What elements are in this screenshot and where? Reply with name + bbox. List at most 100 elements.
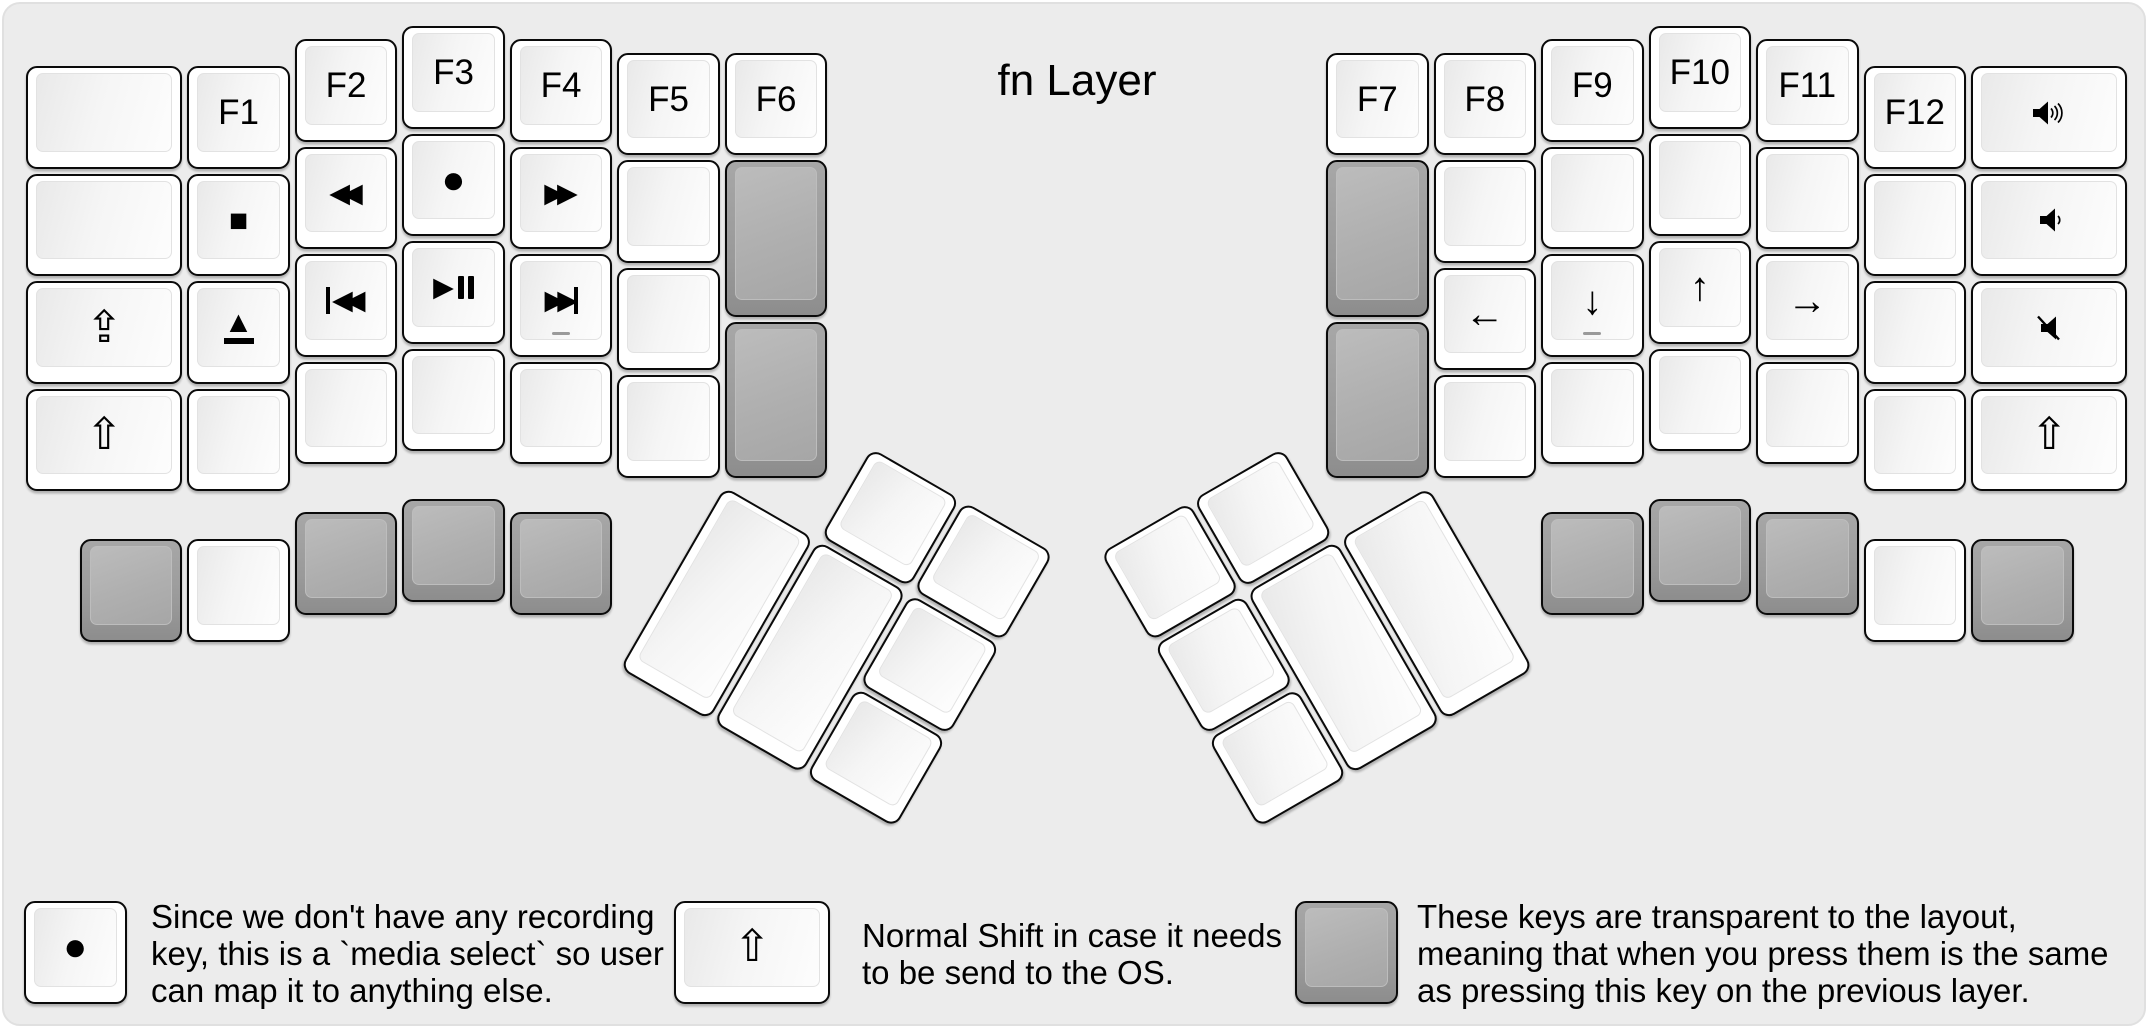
key-arrow-left[interactable]: ← [1433, 267, 1536, 371]
key-transparent[interactable] [1541, 512, 1644, 615]
key-stop[interactable]: ■ [187, 173, 290, 277]
key-transparent[interactable] [1326, 321, 1429, 478]
key-rewind[interactable]: ◀◀ [294, 146, 398, 250]
key-f3[interactable]: F3 [402, 26, 505, 129]
key-transparent[interactable] [402, 499, 505, 602]
down-icon: ↓ [1582, 278, 1603, 323]
keycap-surface [1443, 167, 1526, 246]
key-blank[interactable] [1541, 361, 1644, 465]
key-eject[interactable]: ▲ [187, 281, 290, 384]
legend-text-line: to be send to the OS. [862, 953, 1174, 991]
keycap-surface: ⇧ [1981, 395, 2118, 475]
key-blank[interactable] [1648, 348, 1751, 451]
key-transparent-sample [1295, 901, 1398, 1004]
key-label: F1 [218, 93, 259, 133]
caps-icon: ⇪ [85, 302, 123, 352]
key-blank[interactable] [26, 66, 183, 169]
key-blank[interactable] [402, 348, 505, 451]
key-f7[interactable]: F7 [1326, 52, 1429, 156]
key-blank[interactable] [187, 539, 290, 642]
key-caps-lock[interactable]: ⇪ [26, 281, 183, 384]
key-blank[interactable] [617, 267, 720, 371]
key-arrow-right[interactable]: → [1756, 254, 1859, 357]
key-play-pause[interactable]: ▶ [402, 241, 505, 344]
key-transparent[interactable] [724, 160, 828, 317]
key-f10[interactable]: F10 [1648, 26, 1751, 129]
key-f9[interactable]: F9 [1541, 39, 1644, 142]
key-record[interactable]: ● [402, 133, 505, 236]
keycap-surface [1873, 546, 1956, 625]
key-blank[interactable] [1863, 173, 1966, 277]
key-f2[interactable]: F2 [294, 39, 398, 142]
key-shift-sample: ⇧ [674, 901, 831, 1004]
key-blank[interactable] [1648, 133, 1751, 236]
key-f12[interactable]: F12 [1863, 66, 1966, 169]
record-icon: ● [63, 925, 88, 970]
key-f11[interactable]: F11 [1756, 39, 1859, 142]
keycap-surface: F1 [197, 73, 280, 152]
volup-icon [2028, 98, 2070, 128]
ffwd-icon: ▶▶ [544, 177, 577, 208]
key-next-track[interactable]: ▶▶ [509, 254, 613, 357]
keycap-surface [1658, 355, 1741, 434]
key-blank[interactable] [26, 173, 183, 277]
key-blank[interactable] [187, 388, 290, 492]
keycap-surface [36, 73, 173, 152]
stop-icon: ■ [228, 202, 249, 239]
key-blank[interactable] [1863, 539, 1966, 642]
key-blank[interactable] [294, 361, 398, 465]
homing-bar [1583, 331, 1602, 335]
key-mute[interactable] [1971, 281, 2128, 384]
key-transparent[interactable] [1971, 539, 2074, 642]
key-blank[interactable] [1756, 361, 1859, 465]
keycap-surface [930, 512, 1042, 622]
key-blank[interactable] [1433, 375, 1536, 478]
keycap-surface [1443, 382, 1526, 461]
key-volume-down[interactable] [1971, 173, 2128, 277]
key-transparent[interactable] [294, 512, 398, 615]
key-volume-up[interactable] [1971, 66, 2128, 169]
keycap-surface [1551, 368, 1634, 448]
keycap-surface [1981, 546, 2064, 625]
key-transparent[interactable] [509, 512, 613, 615]
key-shift[interactable]: ⇧ [1971, 388, 2128, 492]
key-f6[interactable]: F6 [724, 52, 828, 156]
key-f8[interactable]: F8 [1433, 52, 1536, 156]
key-transparent[interactable] [1326, 160, 1429, 317]
key-transparent[interactable] [1648, 499, 1751, 602]
key-blank[interactable] [1756, 146, 1859, 250]
key-f1[interactable]: F1 [187, 66, 290, 169]
key-shift[interactable]: ⇧ [26, 388, 183, 492]
key-blank[interactable] [617, 375, 720, 478]
keycap-surface [627, 274, 710, 354]
key-blank[interactable] [509, 361, 613, 465]
key-transparent[interactable] [724, 321, 828, 478]
legend-text-line: Normal Shift in case it needs [862, 916, 1283, 954]
keycap-surface [304, 519, 388, 598]
key-f4[interactable]: F4 [509, 39, 613, 142]
keycap-surface [519, 519, 603, 598]
keycap-surface: F9 [1551, 46, 1634, 125]
key-f5[interactable]: F5 [617, 52, 720, 156]
key-blank[interactable] [1863, 388, 1966, 492]
key-arrow-up[interactable]: ↑ [1648, 241, 1751, 344]
key-transparent[interactable] [79, 539, 183, 642]
keycap-surface: F12 [1873, 73, 1956, 152]
key-blank[interactable] [1863, 281, 1966, 384]
keycap-surface [1981, 180, 2118, 260]
key-blank[interactable] [1433, 160, 1536, 263]
key-blank[interactable] [1541, 146, 1644, 250]
keycap-surface [1305, 908, 1388, 987]
keycap-surface [412, 355, 495, 434]
key-arrow-down[interactable]: ↓ [1541, 254, 1644, 357]
keycap-surface [36, 180, 173, 260]
key-fast-forward[interactable]: ▶▶ [509, 146, 613, 250]
key-transparent[interactable] [1756, 512, 1859, 615]
key-label: F7 [1356, 79, 1398, 119]
right-icon: → [1787, 278, 1828, 323]
keycap-surface: F2 [304, 46, 388, 125]
key-blank[interactable] [617, 160, 720, 263]
key-prev-track[interactable]: ◀◀ [294, 254, 398, 357]
voldown-icon [2028, 205, 2070, 235]
